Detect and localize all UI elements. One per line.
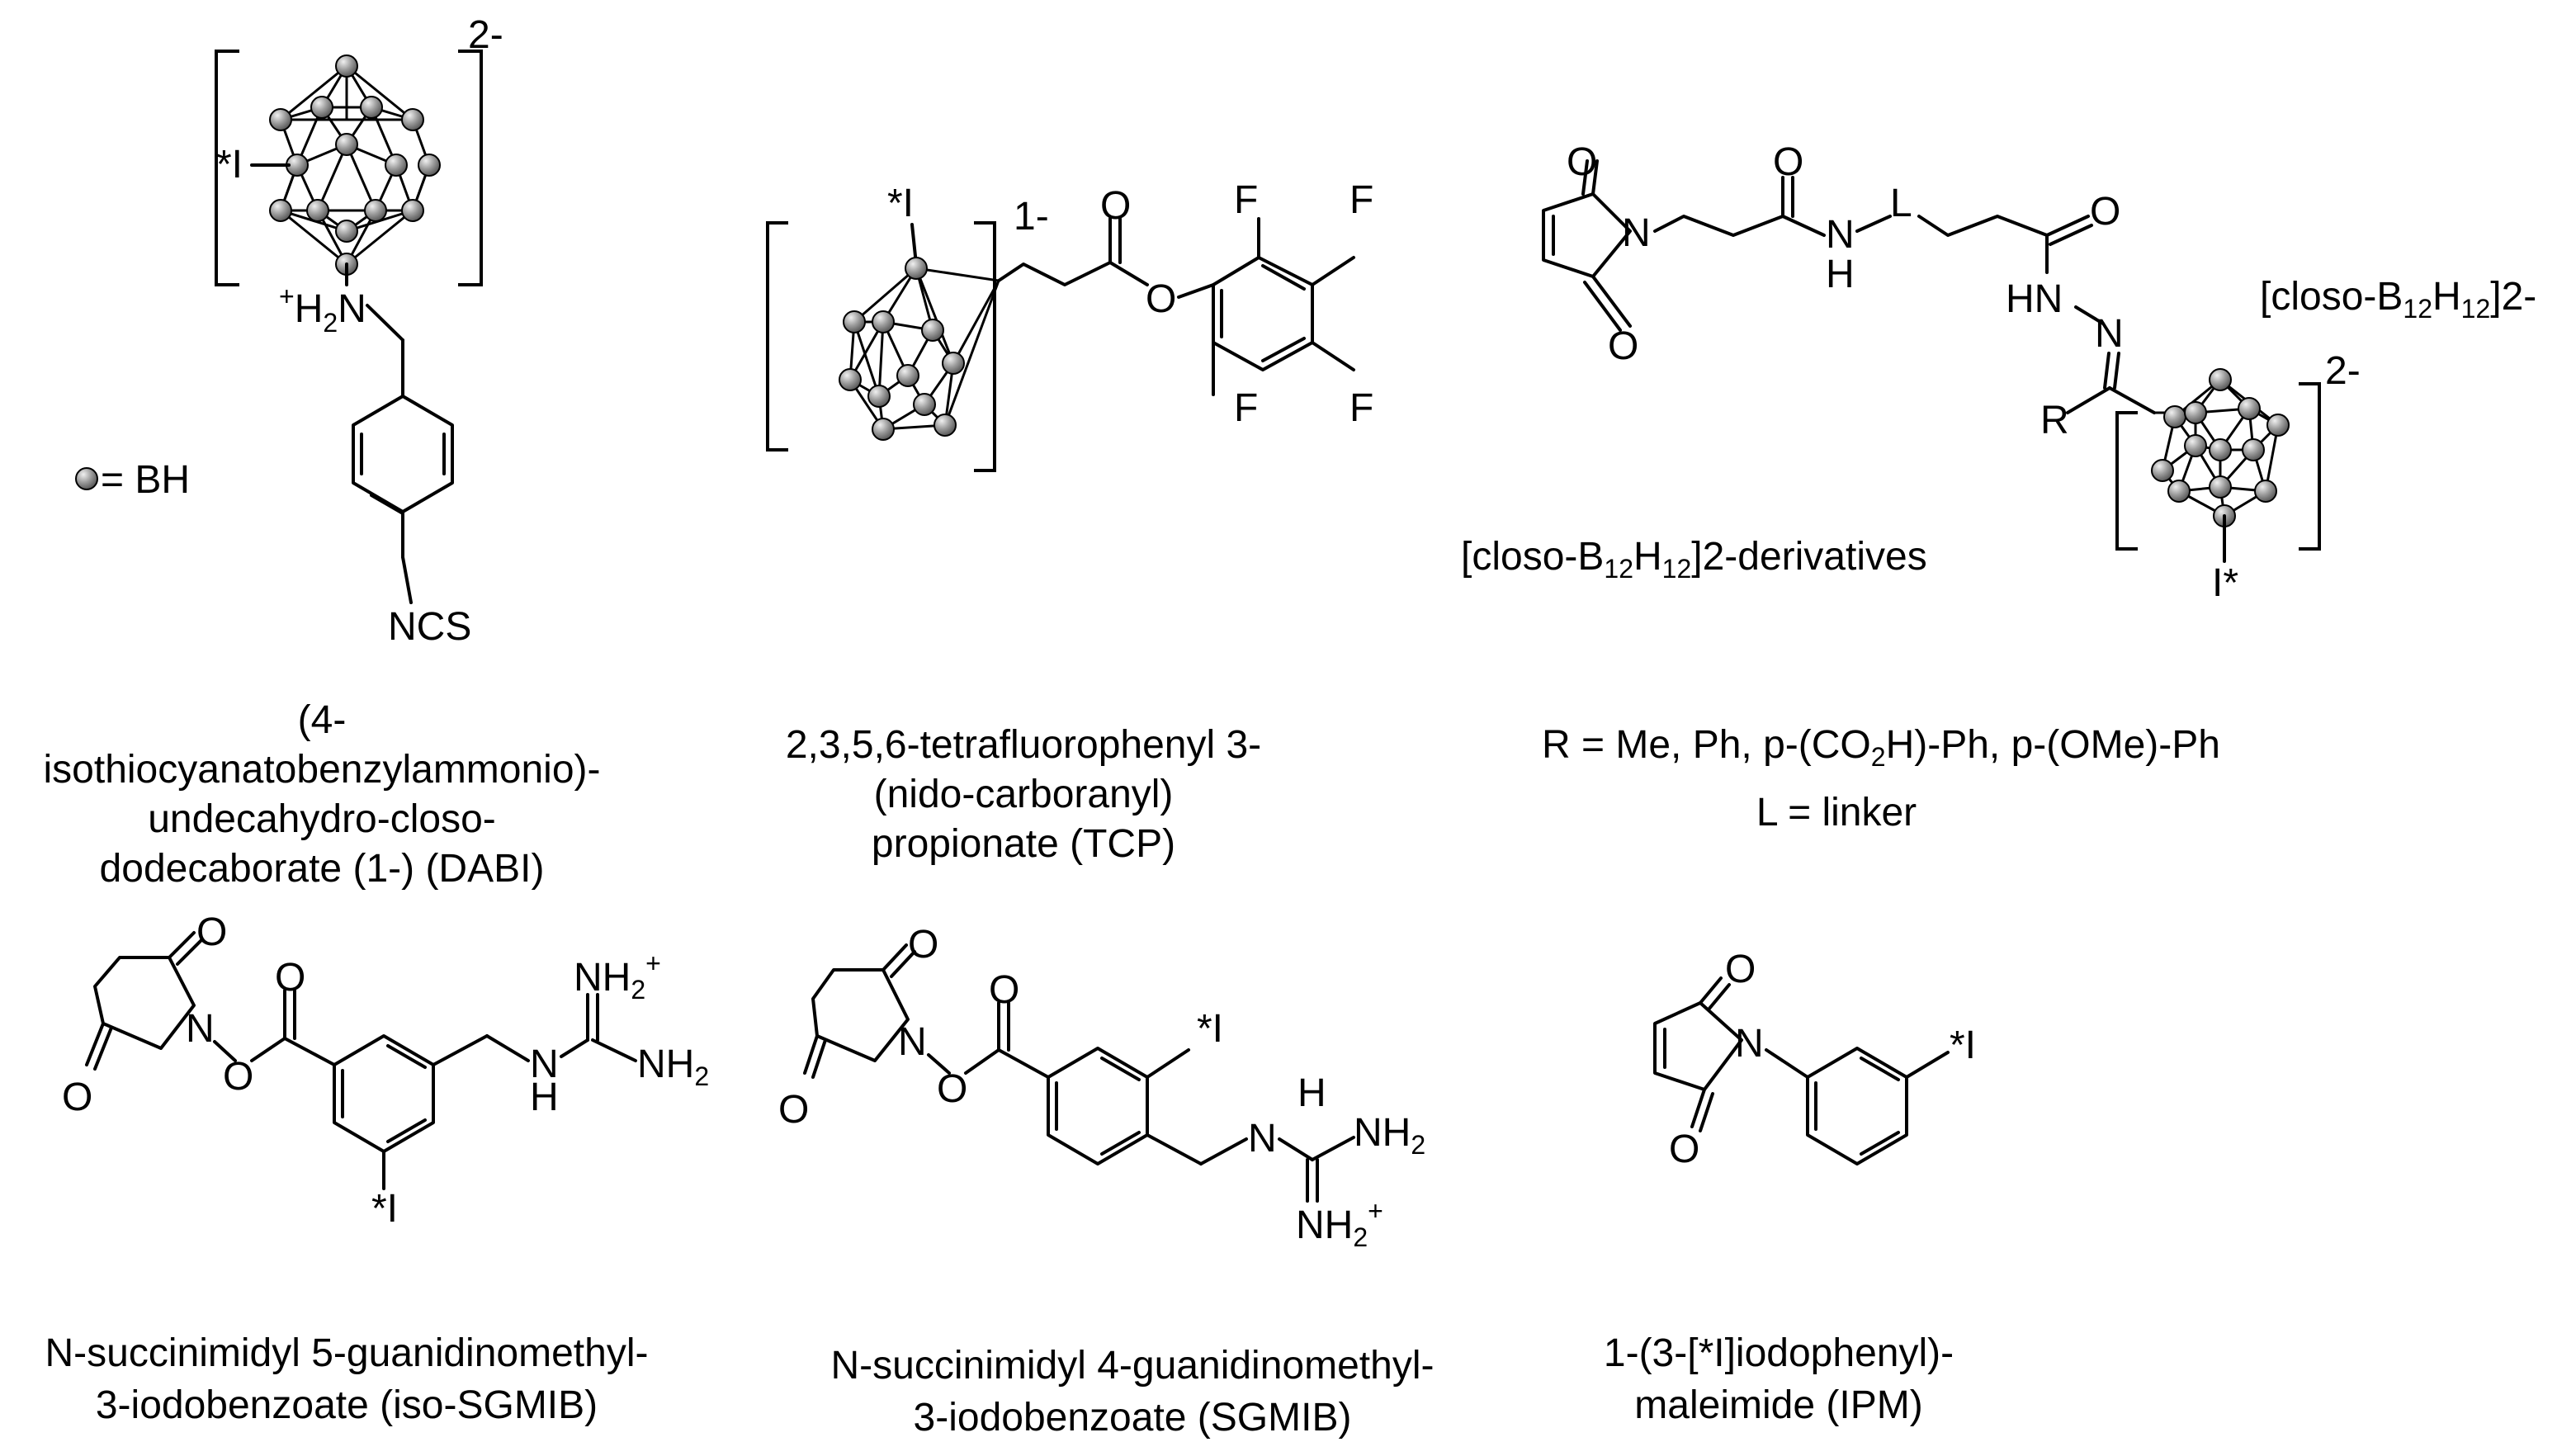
tcp-carbonyl-o: O — [1100, 184, 1131, 228]
ipm-maleimide-ring — [1653, 1001, 1743, 1091]
dabi-caption-line-2: isothiocyanatobenzylammonio)- — [44, 748, 601, 792]
closo-hn: HN — [2006, 277, 2063, 321]
ipm-caption-line-1: 1-(3-[*I]iodophenyl)- — [1604, 1331, 1954, 1375]
closo-r-definition: R = Me, Ph, p-(CO2H)-Ph, p-(OMe)-Ph — [1542, 723, 2220, 772]
closo-o-top: O — [1567, 140, 1597, 184]
closo-nh-n: N — [1826, 213, 1855, 257]
closo-cage-icon — [2151, 368, 2290, 527]
sgmib-o2: O — [778, 1088, 809, 1132]
tcp-ester-o: O — [1146, 277, 1176, 321]
dabi-caption: (4- isothiocyanatobenzylammonio)- undeca… — [44, 698, 601, 891]
sgmib-amine-n: N — [1248, 1117, 1277, 1161]
dabi-iodine: *I — [216, 143, 243, 187]
sgmib-amine-h: H — [1297, 1071, 1326, 1115]
dabi-caption-line-3: undecahydro-closo- — [148, 797, 496, 841]
dabi-caption-line-4: dodecaborate (1-) (DABI) — [100, 847, 545, 891]
sgmib-iodine: *I — [1197, 1007, 1223, 1051]
bh-legend: = BH — [75, 458, 190, 502]
ipm-iodine: *I — [1950, 1024, 1976, 1067]
closo-nh-h: H — [1826, 253, 1855, 296]
dabi-ncs: NCS — [388, 605, 471, 649]
sgmib-nh2-plus: NH2+ — [1296, 1196, 1383, 1252]
closo-caption: R = Me, Ph, p-(CO2H)-Ph, p-(OMe)-Ph L = … — [1542, 723, 2220, 834]
tcp-caption-line-1: 2,3,5,6-tetrafluorophenyl 3- — [786, 723, 1261, 767]
tcp-charge: 1- — [1014, 195, 1049, 239]
tcp-f2: F — [1349, 178, 1373, 222]
sgmib-n: N — [898, 1020, 927, 1064]
tcp-f3: F — [1234, 386, 1258, 430]
tcp-tetrafluorophenyl-ring — [1212, 256, 1314, 371]
closo-derivative-structure: O O N O N H L O HN N R 2- — [1461, 140, 2536, 605]
sgmib-o-carbonyl: O — [989, 968, 1019, 1012]
closo-r: R — [2040, 399, 2069, 442]
closo-iodine: I* — [2212, 561, 2238, 605]
iso-sgmib-nh2: NH2 — [637, 1042, 709, 1091]
tcp-iodine: *I — [887, 182, 914, 225]
dabi-ammonium: +H2N — [279, 281, 366, 338]
ipm-benzene-ring — [1806, 1047, 1908, 1165]
iso-sgmib-o1: O — [196, 910, 227, 954]
ipm-structure: O O N *I — [1653, 948, 1976, 1171]
sgmib-succinimide-ring — [811, 968, 910, 1062]
iso-sgmib-caption: N-succinimidyl 5-guanidinomethyl- 3-iodo… — [45, 1331, 649, 1427]
dabi-benzene-ring — [352, 395, 454, 515]
iso-sgmib-structure: O N O O O N H NH2+ NH2 *I — [62, 910, 709, 1231]
bh-legend-text: = BH — [101, 458, 190, 502]
closo-n-imine: N — [2095, 312, 2124, 356]
closo-hydrazone-o: O — [2090, 190, 2120, 234]
iso-sgmib-amine-n: N — [530, 1042, 559, 1086]
sgmib-benzene-ring — [1047, 1047, 1149, 1165]
sgmib-nh2: NH2 — [1354, 1111, 1425, 1160]
tcp-caption: 2,3,5,6-tetrafluorophenyl 3- (nido-carbo… — [786, 723, 1261, 866]
ipm-caption: 1-(3-[*I]iodophenyl)- maleimide (IPM) — [1604, 1331, 1954, 1427]
ball-icon — [75, 467, 98, 490]
sgmib-o-link: O — [937, 1067, 967, 1111]
ipm-o1: O — [1725, 948, 1756, 991]
dabi-cage-icon — [269, 54, 441, 276]
dabi-charge: 2- — [468, 13, 503, 57]
iso-sgmib-o-link: O — [223, 1055, 253, 1099]
iso-sgmib-o-carbonyl: O — [275, 956, 305, 1000]
sgmib-caption-line-2: 3-iodobenzoate (SGMIB) — [914, 1396, 1352, 1440]
tcp-structure: 1- *I — [766, 178, 1373, 472]
sgmib-structure: O N O O O *I N H NH2 NH2+ — [778, 923, 1425, 1252]
closo-derivatives-label: [closo-B12H12]2-derivatives — [1461, 535, 1927, 584]
iso-sgmib-nh2-plus: NH2+ — [574, 948, 661, 1005]
iso-sgmib-n: N — [186, 1007, 215, 1051]
iso-sgmib-iodine: *I — [371, 1187, 398, 1231]
closo-l-definition: L = linker — [1756, 791, 1917, 834]
iso-sgmib-caption-line-2: 3-iodobenzoate (iso-SGMIB) — [96, 1383, 598, 1427]
tcp-cage-icon — [839, 257, 1001, 441]
ipm-o2: O — [1669, 1128, 1699, 1171]
tcp-caption-line-3: propionate (TCP) — [872, 822, 1175, 866]
sgmib-o1: O — [908, 923, 938, 967]
closo-n-ring: N — [1622, 211, 1651, 255]
ipm-n: N — [1735, 1022, 1764, 1066]
sgmib-caption-line-1: N-succinimidyl 4-guanidinomethyl- — [831, 1344, 1435, 1388]
closo-linker: L — [1890, 182, 1912, 225]
tcp-f1: F — [1234, 178, 1258, 222]
closo-maleimide-ring — [1542, 192, 1632, 278]
iso-sgmib-benzene-ring — [333, 1034, 435, 1153]
ipm-caption-line-2: maleimide (IPM) — [1634, 1383, 1922, 1427]
tcp-f4: F — [1349, 386, 1373, 430]
sgmib-caption: N-succinimidyl 4-guanidinomethyl- 3-iodo… — [831, 1344, 1435, 1440]
closo-amide-o: O — [1773, 140, 1803, 184]
iso-sgmib-o2: O — [62, 1076, 92, 1119]
dabi-caption-line-1: (4- — [298, 698, 347, 742]
iso-sgmib-amine-h: H — [530, 1076, 559, 1119]
iso-sgmib-caption-line-1: N-succinimidyl 5-guanidinomethyl- — [45, 1331, 649, 1375]
dabi-structure: 2- — [215, 13, 503, 649]
closo-charge: 2- — [2325, 349, 2361, 393]
closo-o-bottom: O — [1608, 324, 1638, 368]
closo-formula: [closo-B12H12]2- — [2260, 275, 2536, 324]
tcp-caption-line-2: (nido-carboranyl) — [874, 773, 1174, 816]
